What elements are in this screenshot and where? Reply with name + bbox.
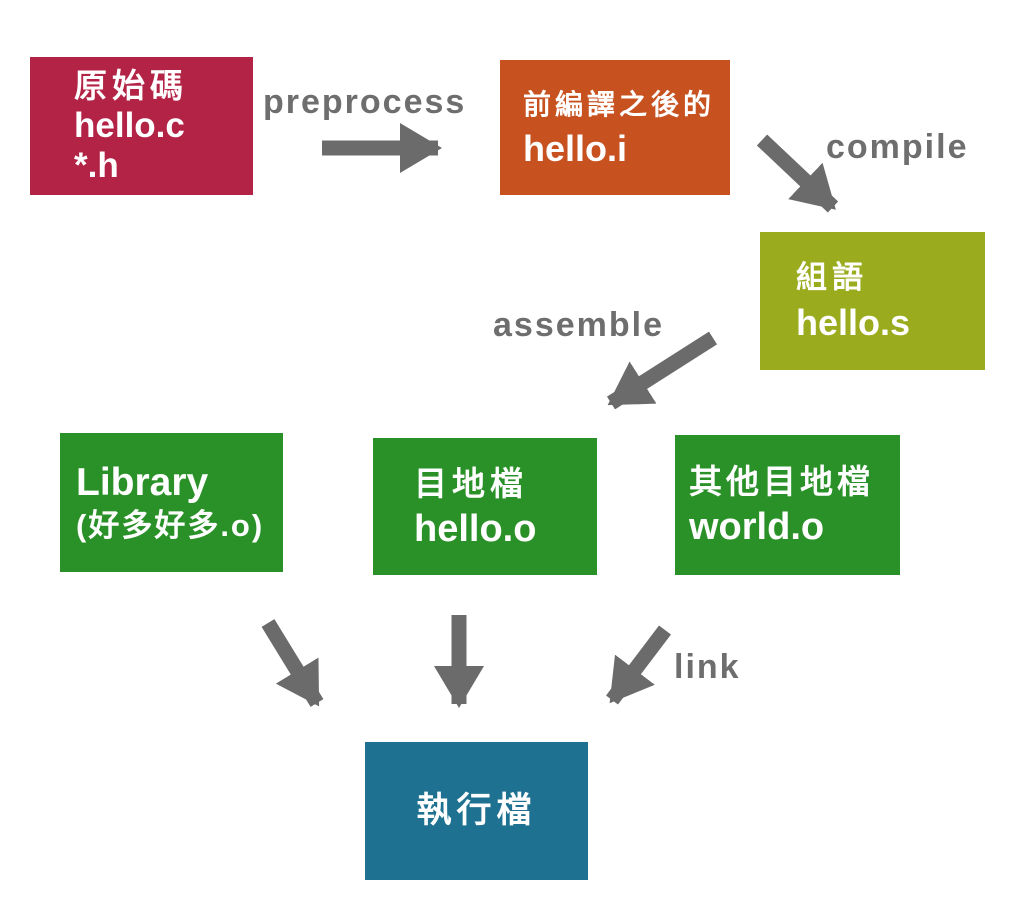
library-files: (好多好多.o) <box>76 507 265 543</box>
arrow-compile <box>756 134 839 213</box>
other-object-filename: world.o <box>689 506 825 548</box>
box-executable: 執行檔 <box>365 742 588 880</box>
box-preprocessed: 前編譯之後的 hello.i <box>500 60 730 195</box>
box-assembly: 組語 hello.s <box>760 232 985 370</box>
label-compile: compile <box>826 128 969 166</box>
object-file-filename: hello.o <box>414 507 537 550</box>
library-label: Library <box>76 460 209 504</box>
label-assemble: assemble <box>493 306 664 344</box>
box-object-file: 目地檔 hello.o <box>373 438 597 575</box>
box-other-object-file: 其他目地檔 world.o <box>675 435 900 575</box>
arrow-other-object-link <box>606 625 671 705</box>
other-object-label: 其他目地檔 <box>689 463 874 500</box>
source-code-label: 原始碼 <box>74 67 188 104</box>
box-library: Library (好多好多.o) <box>60 433 283 572</box>
preprocessed-filename: hello.i <box>523 127 628 169</box>
box-source-code: 原始碼 hello.c *.h <box>30 57 253 195</box>
assembly-filename: hello.s <box>796 302 911 343</box>
preprocessed-label: 前編譯之後的 <box>523 88 716 120</box>
arrow-library-link <box>261 619 324 707</box>
label-preprocess: preprocess <box>263 83 467 121</box>
assembly-label: 組語 <box>796 260 868 295</box>
executable-label: 執行檔 <box>416 791 537 830</box>
object-file-label: 目地檔 <box>414 464 528 502</box>
label-link: link <box>674 648 741 686</box>
arrow-assemble <box>606 331 718 410</box>
source-code-headers: *.h <box>74 146 119 185</box>
source-code-filename: hello.c <box>74 106 185 145</box>
